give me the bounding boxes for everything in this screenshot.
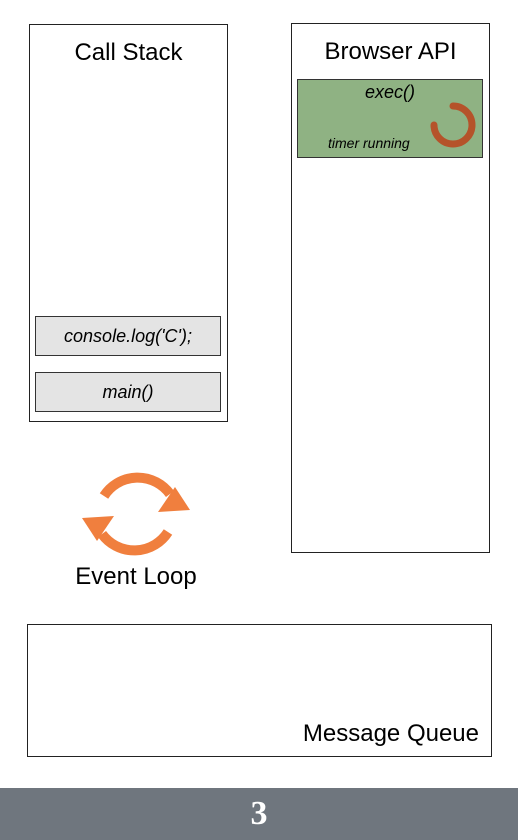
step-number: 3: [250, 795, 268, 832]
timer-callback-label: exec(): [364, 82, 415, 102]
stack-frame-console-log: console.log('C');: [35, 316, 221, 356]
message-queue-panel: Message Queue: [27, 624, 492, 757]
timer-card: exec() timer running: [297, 79, 483, 158]
call-stack-panel: Call Stack: [29, 24, 228, 422]
step-indicator: 3: [0, 788, 518, 840]
cycle-arrows-icon: [82, 472, 190, 556]
event-loop-label: Event Loop: [75, 563, 197, 590]
spinner-icon: [430, 102, 476, 148]
stack-frame-main: main(): [35, 372, 221, 412]
browser-api-title: Browser API: [324, 38, 457, 65]
call-stack-title: Call Stack: [74, 39, 183, 66]
message-queue-title: Message Queue: [302, 720, 479, 747]
timer-status-label: timer running: [328, 135, 410, 151]
